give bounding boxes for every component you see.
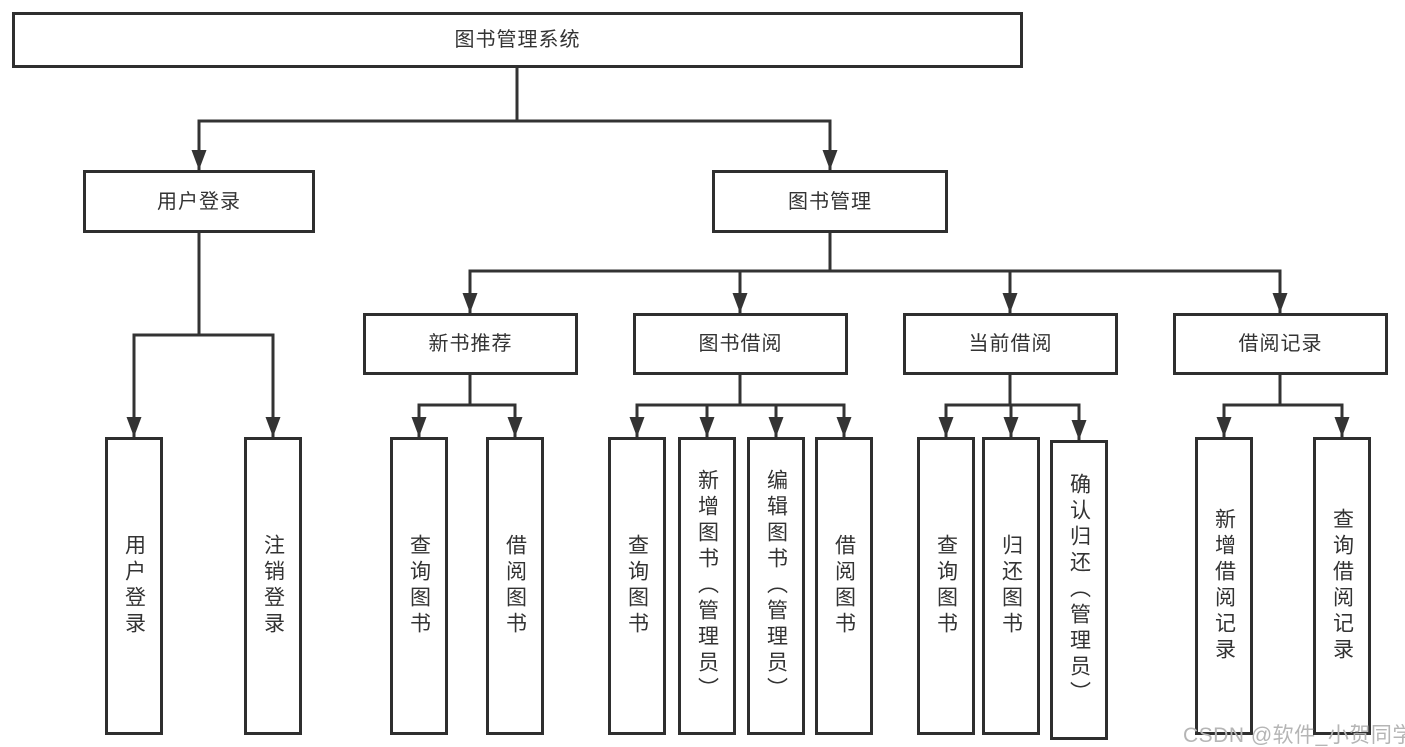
node-label: 图书管理系统 — [454, 29, 581, 51]
watermark: CSDN @软件_小贺同学 — [1183, 724, 1405, 747]
node-label: 新书推荐 — [428, 333, 513, 355]
node-leaf-query-books-2: 查询图书 — [608, 437, 666, 735]
node-leaf-query-borrow-record: 查询借阅记录 — [1313, 437, 1371, 735]
node-label: 新增借阅记录 — [1212, 508, 1236, 664]
node-leaf-add-borrow-record: 新增借阅记录 — [1195, 437, 1253, 735]
node-leaf-return-books: 归还图书 — [982, 437, 1040, 735]
node-leaf-add-book-admin: 新增图书（管理员） — [678, 437, 736, 735]
node-new-book-recommend: 新书推荐 — [363, 313, 578, 375]
node-label: 图书借阅 — [698, 333, 783, 355]
node-label: 用户登录 — [122, 534, 146, 638]
node-user-login: 用户登录 — [83, 170, 315, 233]
node-leaf-confirm-return-admin: 确认归还（管理员） — [1050, 440, 1108, 740]
node-leaf-edit-book-admin: 编辑图书（管理员） — [747, 437, 805, 735]
node-label: 借阅图书 — [832, 534, 856, 638]
node-label: 查询图书 — [625, 534, 649, 638]
node-label: 查询图书 — [407, 534, 431, 638]
node-library-management-system: 图书管理系统 — [12, 12, 1023, 68]
node-label: 借阅图书 — [503, 534, 527, 638]
node-label: 新增图书（管理员） — [695, 469, 719, 703]
node-leaf-query-books: 查询图书 — [390, 437, 448, 735]
node-borrow-record: 借阅记录 — [1173, 313, 1388, 375]
node-label: 图书管理 — [788, 190, 872, 213]
node-label: 查询图书 — [934, 534, 958, 638]
node-label: 当前借阅 — [968, 333, 1053, 355]
node-current-borrow: 当前借阅 — [903, 313, 1118, 375]
node-book-management: 图书管理 — [712, 170, 948, 233]
node-leaf-user-login: 用户登录 — [105, 437, 163, 735]
node-book-borrow: 图书借阅 — [633, 313, 848, 375]
node-label: 确认归还（管理员） — [1067, 473, 1091, 707]
node-label: 注销登录 — [261, 534, 285, 638]
node-label: 编辑图书（管理员） — [764, 469, 788, 703]
node-leaf-logout: 注销登录 — [244, 437, 302, 735]
node-label: 用户登录 — [157, 190, 241, 213]
node-leaf-borrow-books-2: 借阅图书 — [815, 437, 873, 735]
node-label: 归还图书 — [999, 534, 1023, 638]
node-leaf-borrow-books: 借阅图书 — [486, 437, 544, 735]
node-leaf-query-books-3: 查询图书 — [917, 437, 975, 735]
node-label: 查询借阅记录 — [1330, 508, 1354, 664]
node-label: 借阅记录 — [1238, 333, 1323, 355]
